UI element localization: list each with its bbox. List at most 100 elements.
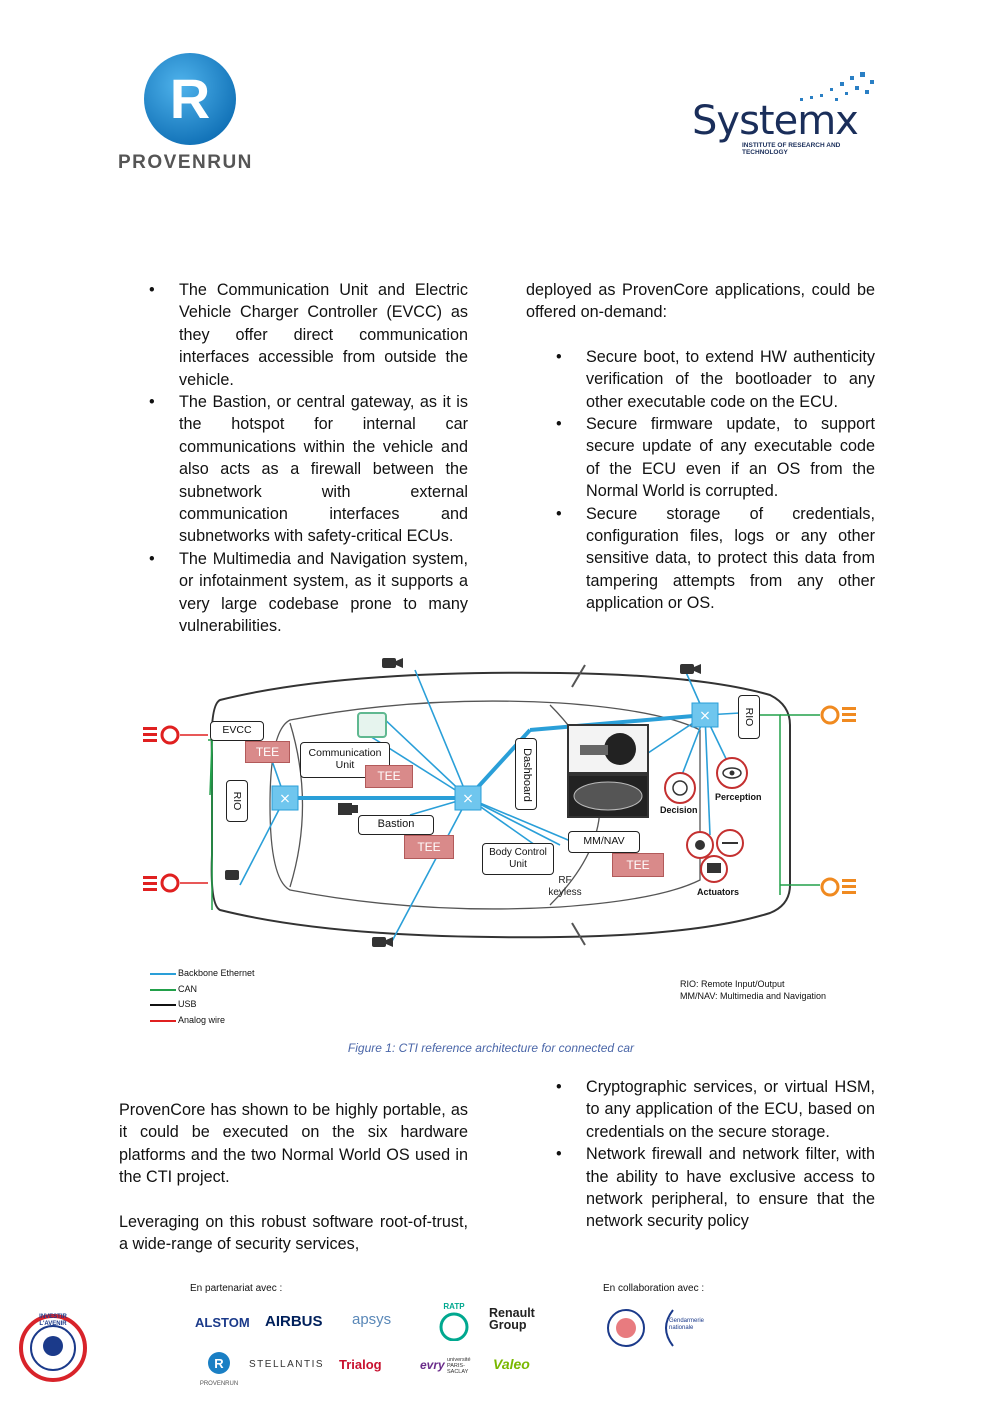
ethernet-switch-rear: ⨯ (271, 785, 299, 811)
keyboard-icon (338, 803, 358, 815)
camera-icon (372, 937, 393, 947)
partners-label: En partenariat avec : (190, 1283, 283, 1294)
collab-logo-cybercrime (606, 1308, 646, 1348)
partner-logo-evry: evry (420, 1358, 445, 1372)
figure-caption: Figure 1: CTI reference architecture for… (347, 1041, 635, 1055)
systemx-dots (800, 72, 874, 101)
bullet-item: The Multimedia and Navigation system, or… (119, 548, 468, 638)
top-left-bullet-list: The Communication Unit and Electric Vehi… (119, 279, 468, 638)
bullet-item: Cryptographic services, or virtual HSM, … (526, 1076, 875, 1143)
partner-logo-stellantis: STELLANTIS (249, 1359, 325, 1370)
actuator-engine-icon (700, 855, 728, 883)
decision-label: Decision (660, 805, 698, 815)
legend-label: Analog wire (178, 1015, 226, 1025)
body-control-label: Body Control Unit (489, 847, 547, 870)
systemx-logo: Systemx INSTITUTE OF RESEARCH AND TECHNO… (690, 70, 890, 160)
collab-label: En collaboration avec : (603, 1283, 705, 1294)
legend-label: USB (178, 999, 197, 1009)
bullet-item: The Communication Unit and Electric Vehi… (119, 279, 468, 391)
bullet-item: The Bastion, or central gateway, as it i… (119, 391, 468, 548)
camera-icon (382, 658, 403, 668)
partner-logo-airbus: AIRBUS (265, 1313, 323, 1330)
svg-text:⨯: ⨯ (699, 707, 711, 723)
svg-text:⨯: ⨯ (279, 790, 291, 806)
rear-window (289, 722, 304, 888)
legend-label: CAN (178, 984, 198, 994)
partner-logo-provenrun: R PROVENRUN (196, 1350, 242, 1387)
ethernet-switch-center: ⨯ (454, 785, 482, 811)
bullet-item: Secure firmware update, to support secur… (526, 413, 875, 503)
rear-light-icon-bottom (143, 873, 180, 893)
ratp-text: RATP (443, 1302, 465, 1311)
rio-rear-label: RIO (231, 791, 243, 811)
provenrun-logo: R PROVENRUN (110, 50, 270, 175)
partner-logo-ratp: RATP (436, 1302, 472, 1342)
actuators-label: Actuators (697, 887, 740, 897)
bullet-item: Network firewall and network filter, wit… (526, 1143, 875, 1233)
top-right-intro: deployed as ProvenCore applications, cou… (526, 281, 875, 322)
investir-avenir-seal: INVESTIR L'AVENIR (18, 1313, 88, 1383)
dashboard-box: Dashboard (515, 738, 537, 810)
body-paragraph: ProvenCore has shown to be highly portab… (119, 1101, 468, 1187)
charger-icon (357, 712, 387, 738)
bottom-left-column: ProvenCore has shown to be highly portab… (119, 1099, 468, 1255)
bottom-right-bullet-list: Cryptographic services, or virtual HSM, … (526, 1076, 875, 1233)
legend-analog: Analog wire (150, 1014, 225, 1026)
bullet-item: Secure boot, to extend HW authenticity v… (526, 346, 875, 413)
partner-logo-apsys: apsys (352, 1311, 392, 1328)
ethernet-switch-front: ⨯ (691, 702, 719, 728)
systemx-logo-text: Systemx (692, 98, 859, 144)
mmnav-label: MM/NAV (583, 835, 625, 847)
figure-note-rio: RIO: Remote Input/Output (680, 979, 785, 989)
gendarmerie-text: Gendarmerie nationale (669, 1318, 705, 1331)
architecture-figure: ⨯ ⨯ ⨯ (140, 655, 880, 1035)
actuator-brake-icon (686, 831, 714, 859)
partner-logo-renault: Renault Group (489, 1306, 535, 1332)
rf-keyless-label: RF keyless (548, 875, 582, 898)
top-right-column: deployed as ProvenCore applications, cou… (526, 279, 875, 615)
partner-logo-paris-saclay: université PARIS-SACLAY (447, 1357, 471, 1375)
camera-icon (225, 870, 239, 880)
rio-front-label: RIO (743, 707, 755, 727)
bastion-label: Bastion (377, 818, 415, 830)
provenrun-small-text: PROVENRUN (199, 1381, 239, 1387)
perception-icon (716, 757, 748, 789)
comm-unit-tee: TEE (365, 765, 413, 788)
bullet-item: Secure storage of credentials, configura… (526, 503, 875, 615)
body-control-box: Body Control Unit (482, 843, 554, 875)
svg-text:⨯: ⨯ (462, 790, 474, 806)
provenrun-logo-text: PROVENRUN (118, 152, 253, 173)
decision-icon (664, 772, 696, 804)
mmnav-tee: TEE (612, 853, 664, 877)
evcc-tee: TEE (245, 741, 290, 763)
bottom-right-column: Cryptographic services, or virtual HSM, … (526, 1076, 875, 1233)
body-paragraph: Leveraging on this robust software root-… (119, 1212, 468, 1254)
collab-logo-gendarmerie: Gendarmerie nationale (659, 1308, 719, 1348)
top-left-column: The Communication Unit and Electric Vehi… (119, 279, 468, 638)
bastion-box: Bastion (358, 815, 434, 835)
mmnav-box: MM/NAV (568, 831, 640, 853)
seal-text: INVESTIR L'AVENIR (39, 1314, 67, 1327)
svg-text:R: R (214, 1356, 224, 1371)
evcc-box: EVCC (210, 721, 264, 741)
legend-usb: USB (150, 998, 197, 1010)
systemx-logo-sub: INSTITUTE OF RESEARCH AND TECHNOLOGY (742, 142, 841, 156)
rio-rear-box: RIO (226, 780, 248, 822)
rear-light-icon-top (143, 725, 180, 745)
perception-label: Perception (715, 792, 762, 802)
legend-ethernet: Backbone Ethernet (150, 967, 255, 979)
figure-note-mmnav: MM/NAV: Multimedia and Navigation (680, 991, 827, 1001)
actuator-steering-icon (716, 829, 744, 857)
car-diagram: ⨯ ⨯ ⨯ (143, 658, 856, 947)
dashboard-label: Dashboard (521, 748, 533, 802)
legend-can: CAN (150, 983, 197, 995)
partner-logo-alstom: ALSTOM (195, 1315, 250, 1330)
car-outline (210, 671, 791, 939)
front-light-icon-bottom (820, 877, 856, 897)
svg-text:R: R (170, 67, 210, 130)
bastion-tee: TEE (404, 835, 454, 859)
top-right-bullet-list: Secure boot, to extend HW authenticity v… (526, 346, 875, 615)
car-inner-outline (269, 700, 701, 910)
partner-logo-valeo: Valeo (493, 1356, 530, 1372)
comm-unit-label: Communication Unit (308, 747, 382, 771)
